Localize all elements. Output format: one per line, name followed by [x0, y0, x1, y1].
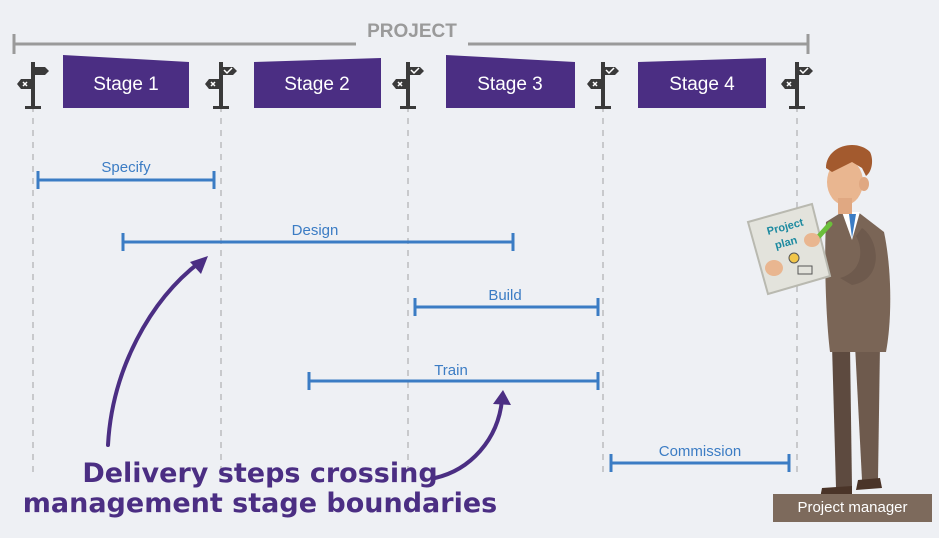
stage-label: Stage 4 — [669, 74, 735, 95]
delivery-specify: Specify — [36, 159, 216, 189]
project-manager-badge: Project manager — [773, 494, 932, 522]
delivery-label: Specify — [101, 159, 151, 176]
project-manager-figure: Project plan — [746, 145, 891, 498]
curved-arrow-left — [106, 256, 208, 447]
stage-banner-1: Stage 1 — [63, 55, 189, 108]
delivery-label: Design — [292, 222, 339, 239]
caption-line-2: management stage boundaries — [22, 488, 498, 519]
signpost-icon — [205, 62, 237, 109]
stage-banner-2: Stage 2 — [254, 58, 381, 108]
signpost-icon — [587, 62, 619, 109]
curved-arrow-right — [433, 390, 511, 480]
delivery-label: Commission — [659, 443, 742, 460]
delivery-design: Design — [121, 222, 515, 251]
project-bracket: PROJECT — [12, 20, 810, 54]
stage-banner-4: Stage 4 — [638, 58, 766, 108]
project-title: PROJECT — [367, 21, 457, 42]
svg-text:plan: plan — [774, 234, 799, 252]
stage-label: Stage 1 — [93, 74, 159, 95]
delivery-label: Build — [488, 287, 521, 304]
signpost-icon — [781, 62, 813, 109]
clipboard-icon: Project plan — [746, 202, 832, 296]
stage-label: Stage 3 — [477, 74, 543, 95]
signpost-icon — [17, 62, 49, 109]
delivery-commission: Commission — [609, 443, 791, 472]
delivery-build: Build — [413, 287, 600, 316]
delivery-label: Train — [434, 362, 468, 379]
stage-label: Stage 2 — [284, 74, 350, 95]
signpost-icon — [392, 62, 424, 109]
stage-banner-3: Stage 3 — [446, 55, 575, 108]
delivery-train: Train — [307, 362, 600, 390]
stage-boundaries — [32, 106, 798, 478]
caption-line-1: Delivery steps crossing — [82, 458, 438, 489]
